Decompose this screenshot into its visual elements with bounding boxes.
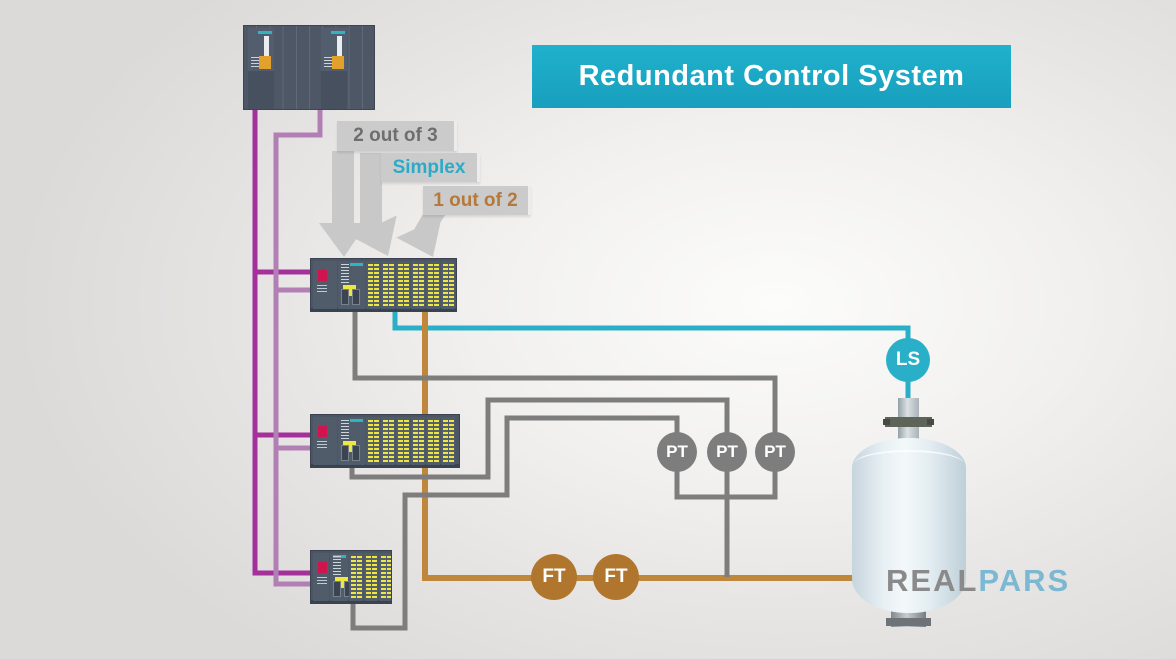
interface-module [338,417,365,465]
vendor-tag [350,263,363,266]
flow-signal-line [422,312,853,581]
vendor-tag [350,419,363,422]
realpars-logo: REALPARS [886,563,1070,599]
level-switch-sensor: LS [886,338,930,382]
io-module [441,417,455,465]
pt-label: PT [666,442,688,461]
title-banner: Redundant Control System [532,45,1011,108]
callout-1oo2-label: 1 out of 2 [433,189,518,211]
ft-label: FT [604,566,628,587]
callout-simplex-label: Simplex [392,156,466,178]
callout-arrows [319,151,446,257]
io-module [411,417,425,465]
power-led [318,270,327,281]
callout-simplex: Simplex [381,153,480,182]
io-module [366,417,380,465]
io-rack-1 [310,258,457,312]
power-led [318,426,327,437]
io-module [349,553,363,601]
system-bus-secondary [273,110,323,587]
ft-label: FT [542,566,566,587]
interface-module [330,553,352,601]
arrow-1oo2 [396,214,446,257]
cpu-module-b [321,28,347,109]
callout-2-out-of-3: 2 out of 3 [337,121,457,151]
io-module [426,261,440,309]
flow-transmitter-2: FT [593,554,639,600]
io-module [381,261,395,309]
io-rack-2 [310,414,460,468]
io-module [366,261,380,309]
pt-label: PT [764,442,786,461]
callout-1-out-of-2: 1 out of 2 [423,186,531,215]
interface-module [338,261,365,309]
cpu-module-a [248,28,274,109]
tank-bottom-flange [886,618,931,626]
power-supply-module [313,553,329,601]
logo-pars: PARS [978,563,1071,598]
pressure-transmitter-2: PT [707,432,747,472]
vendor-tag [331,31,345,34]
io-module [441,261,455,309]
pt-label: PT [716,442,738,461]
arrow-simplex [351,153,397,256]
pressure-transmitter-1: PT [657,432,697,472]
power-supply-module [313,417,337,465]
io-module [396,417,410,465]
redundant-cpu-rack [243,25,375,110]
io-module [364,553,378,601]
io-module [379,553,391,601]
ls-label: LS [895,349,921,370]
flow-transmitter-1: FT [531,554,577,600]
arrow-2oo3 [319,151,367,257]
process-tank [852,438,966,613]
io-module [426,417,440,465]
system-bus-primary [252,110,310,576]
pressure-signal-lines [349,312,778,631]
io-module [396,261,410,309]
io-module [381,417,395,465]
vendor-tag [258,31,272,34]
tank-top-flange [883,417,934,427]
logo-real: REAL [886,563,979,598]
callout-2oo3-label: 2 out of 3 [353,125,438,146]
io-module [411,261,425,309]
power-led [318,562,327,573]
page-title: Redundant Control System [578,60,965,92]
power-supply-module [313,261,337,309]
pressure-transmitter-3: PT [755,432,795,472]
io-rack-3 [310,550,392,604]
level-signal-line [392,312,911,412]
